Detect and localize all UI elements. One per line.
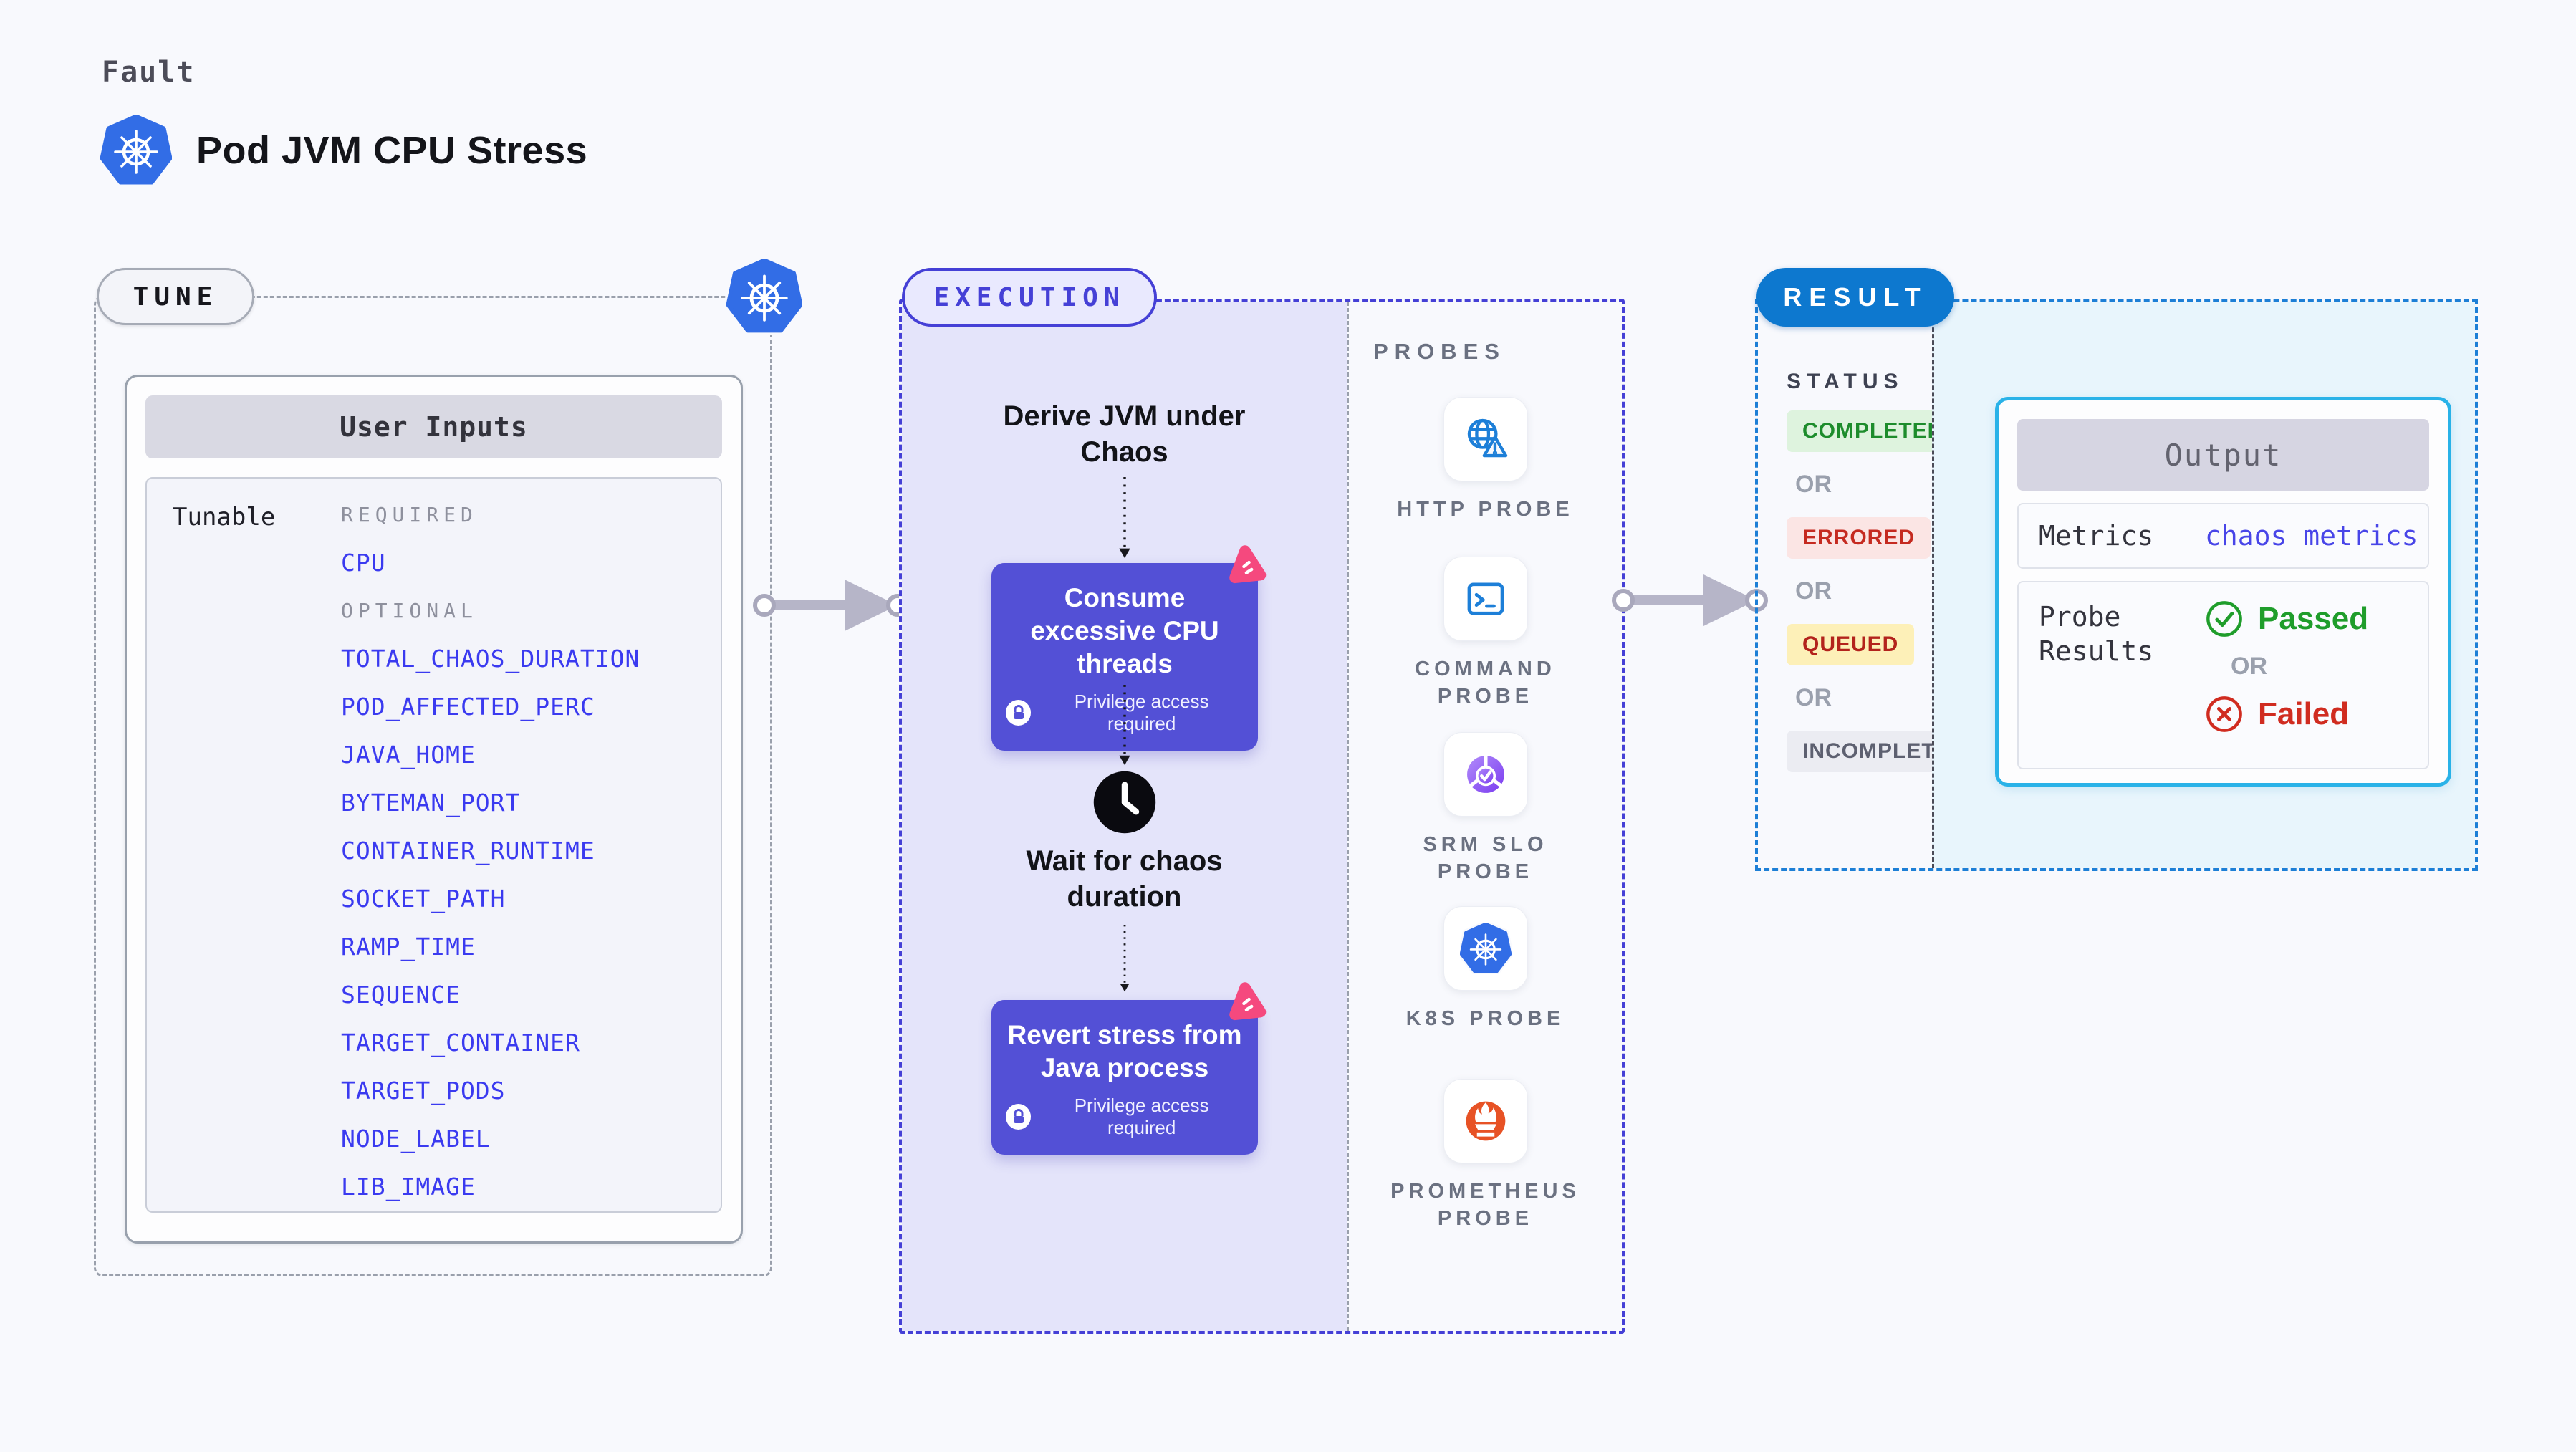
status-column: STATUS COMPLETED OR ERRORED OR QUEUED OR… — [1758, 302, 1983, 868]
status-badge: ERRORED — [1787, 517, 1931, 559]
or-label: OR — [1795, 471, 1832, 498]
output-card: Output Metrics chaos metrics Probe Resul… — [1995, 397, 2451, 787]
result-section-box: STATUS COMPLETED OR ERRORED OR QUEUED OR… — [1755, 299, 2478, 871]
kubernetes-icon — [100, 113, 172, 188]
or-label: OR — [2231, 653, 2267, 680]
flow-arrow-icon — [747, 569, 909, 641]
privilege-note: Privilege access required — [1006, 691, 1244, 735]
probe-item: K8S PROBE — [1349, 906, 1622, 1032]
env-var: BYTEMAN_PORT — [341, 789, 521, 817]
env-var: RAMP_TIME — [341, 933, 476, 961]
down-arrow-icon — [1118, 925, 1132, 993]
probe-label: SRM SLO PROBE — [1423, 833, 1548, 883]
status-badge: QUEUED — [1787, 624, 1915, 665]
env-var: TOTAL_CHAOS_DURATION — [341, 645, 640, 673]
tune-badge: TUNE — [97, 268, 254, 325]
step-wait: Wait for chaos duration — [1026, 845, 1223, 913]
result-badge: RESULT — [1756, 268, 1954, 327]
step-revert-label: Revert stress from Java process — [1007, 1020, 1242, 1082]
passed-label: Passed — [2258, 601, 2369, 636]
probe-results-row: Probe Results Passed OR — [2017, 581, 2429, 769]
env-var: TARGET_PODS — [341, 1077, 506, 1105]
metrics-value: chaos metrics — [2205, 520, 2418, 552]
env-var: TARGET_CONTAINER — [341, 1029, 580, 1057]
clock-icon — [1091, 769, 1158, 836]
lock-icon — [1006, 1104, 1032, 1130]
env-var: POD_AFFECTED_PERC — [341, 693, 595, 721]
prometheus-flame-icon — [1443, 1079, 1528, 1163]
step-consume-box: Consume excessive CPU threads Privilege … — [991, 563, 1258, 751]
step-consume-label: Consume excessive CPU threads — [1030, 583, 1219, 678]
x-circle-icon — [2206, 696, 2242, 732]
privilege-note: Privilege access required — [1006, 1095, 1244, 1139]
down-arrow-icon — [1118, 477, 1132, 559]
env-var: SEQUENCE — [341, 981, 461, 1009]
kubernetes-icon — [726, 258, 802, 335]
probe-label: HTTP PROBE — [1397, 498, 1574, 521]
step-revert-box: Revert stress from Java process Privileg… — [991, 1000, 1258, 1155]
execution-section-box: Derive JVM under Chaos Consume excessive… — [899, 299, 1625, 1334]
env-var-column: REQUIRED CPU OPTIONAL TOTAL_CHAOS_DURATI… — [341, 503, 640, 1211]
env-var: LIB_IMAGE — [341, 1173, 476, 1201]
status-badge: COMPLETED — [1787, 410, 1960, 452]
probe-label: K8S PROBE — [1405, 1007, 1565, 1030]
chaos-pink-icon — [1220, 976, 1273, 1027]
probe-item: SRM SLO PROBE — [1349, 732, 1622, 885]
probes-panel: PROBES HTTP PROBE — [1347, 302, 1622, 1331]
env-var: CPU — [341, 549, 386, 577]
or-label: OR — [1795, 577, 1832, 605]
metrics-row: Metrics chaos metrics — [2017, 503, 2429, 569]
user-inputs-panel: User Inputs Tunable REQUIRED CPU OPTIONA… — [125, 375, 743, 1244]
execution-flow: Derive JVM under Chaos Consume excessive… — [902, 302, 1347, 1331]
tunable-label: Tunable — [173, 503, 276, 532]
output-title: Output — [2017, 419, 2429, 491]
output-area: Output Metrics chaos metrics Probe Resul… — [1932, 302, 2475, 868]
probe-results-label: Probe Results — [2039, 601, 2154, 667]
user-inputs-title: User Inputs — [145, 395, 722, 458]
tune-section-box — [94, 296, 772, 1276]
kubernetes-icon — [1443, 906, 1528, 991]
title-row: Pod JVM CPU Stress — [100, 113, 587, 188]
globe-alert-icon — [1443, 397, 1528, 481]
chaos-pink-icon — [1220, 539, 1273, 590]
probe-results-values: Passed OR Failed — [2205, 600, 2368, 734]
flow-arrow-icon — [1606, 564, 1768, 636]
down-arrow-icon — [1118, 685, 1132, 766]
user-inputs-list: Tunable REQUIRED CPU OPTIONAL TOTAL_CHAO… — [145, 477, 722, 1213]
probe-label: COMMAND PROBE — [1415, 658, 1556, 708]
passed-line: Passed — [2205, 600, 2368, 638]
env-var: SOCKET_PATH — [341, 885, 506, 913]
step-derive: Derive JVM under Chaos — [1003, 400, 1246, 468]
probes-heading: PROBES — [1373, 339, 1506, 364]
lock-icon — [1006, 700, 1032, 726]
failed-label: Failed — [2258, 696, 2350, 731]
env-var: JAVA_HOME — [341, 741, 476, 769]
optional-heading: OPTIONAL — [341, 599, 478, 622]
failed-line: Failed — [2205, 695, 2368, 734]
probe-item: PROMETHEUS PROBE — [1349, 1079, 1622, 1232]
metrics-label: Metrics — [2039, 520, 2154, 552]
execution-badge: EXECUTION — [902, 268, 1157, 327]
page-title: Pod JVM CPU Stress — [196, 129, 588, 172]
required-heading: REQUIRED — [341, 503, 478, 527]
check-circle-icon — [2206, 601, 2242, 637]
probe-item: HTTP PROBE — [1349, 397, 1622, 523]
slo-gauge-icon — [1443, 732, 1528, 817]
status-heading: STATUS — [1787, 370, 1904, 393]
env-var: NODE_LABEL — [341, 1125, 491, 1153]
or-label: OR — [1795, 684, 1832, 711]
terminal-icon — [1443, 557, 1528, 641]
probe-label: PROMETHEUS PROBE — [1390, 1180, 1580, 1230]
env-var: CONTAINER_RUNTIME — [341, 837, 595, 865]
probe-item: COMMAND PROBE — [1349, 557, 1622, 710]
fault-kicker: Fault — [102, 56, 196, 89]
